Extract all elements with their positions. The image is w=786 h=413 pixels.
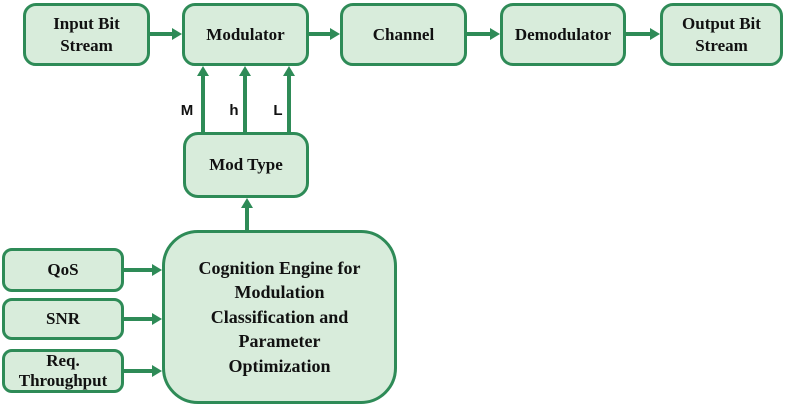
arrow-snr-to-cognition-icon — [124, 313, 162, 324]
block-req-throughput: Req. Throughput — [2, 349, 124, 393]
arrow-param-h-to-modulator-icon — [239, 66, 250, 132]
arrow-modulator-to-channel-icon — [309, 28, 340, 39]
block-label: Modulation — [234, 282, 325, 303]
block-label: Classification and — [210, 306, 349, 327]
block-label: Input Bit — [53, 13, 120, 33]
block-label: Throughput — [18, 371, 108, 390]
param-label-l: L — [273, 102, 283, 119]
block-demodulator: Demodulator — [500, 3, 626, 66]
block-label: Modulator — [206, 24, 285, 44]
block-label: Parameter — [238, 331, 321, 352]
arrow-demodulator-to-output-icon — [626, 28, 660, 39]
block-label: Demodulator — [514, 24, 612, 44]
arrow-channel-to-demodulator-icon — [467, 28, 500, 39]
block-channel: Channel — [340, 3, 467, 66]
block-output-bit-stream: Output Bit Stream — [660, 3, 783, 66]
arrow-cognition-to-mod-type-icon — [241, 198, 252, 230]
block-modulator: Modulator — [182, 3, 309, 66]
block-label: Channel — [372, 24, 435, 44]
block-label: SNR — [45, 309, 80, 328]
block-label: Mod Type — [209, 155, 283, 174]
block-label: Stream — [695, 35, 748, 55]
block-label: Cognition Engine for — [198, 257, 361, 278]
arrow-param-m-to-modulator-icon — [197, 66, 208, 132]
block-qos: QoS — [2, 248, 124, 292]
block-label: Optimization — [228, 355, 331, 376]
block-label: QoS — [47, 260, 79, 279]
arrow-qos-to-cognition-icon — [124, 264, 162, 275]
block-snr: SNR — [2, 298, 124, 340]
arrow-param-l-to-modulator-icon — [283, 66, 294, 132]
block-cognition-engine: Cognition Engine for Modulation Classifi… — [162, 230, 397, 404]
arrow-input-to-modulator-icon — [150, 28, 182, 39]
block-label: Req. — [46, 351, 80, 370]
block-label: Output Bit — [682, 13, 761, 33]
param-label-m: M — [180, 102, 194, 119]
block-input-bit-stream: Input Bit Stream — [23, 3, 150, 66]
param-label-h: h — [229, 102, 239, 119]
block-label: Stream — [60, 35, 113, 55]
block-mod-type: Mod Type — [183, 132, 309, 198]
arrow-req-throughput-to-cognition-icon — [124, 365, 162, 376]
